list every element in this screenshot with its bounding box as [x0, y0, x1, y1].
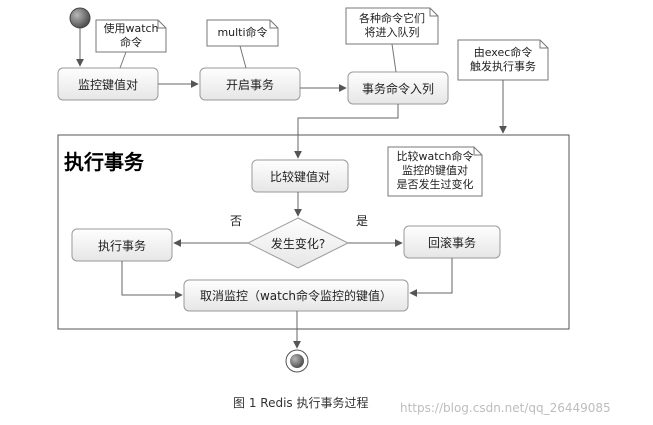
watermark: https://blog.csdn.net/qq_26449085 — [400, 401, 611, 415]
edge-enqueue-compare — [294, 104, 399, 159]
frame-title: 执行事务 — [64, 150, 144, 174]
node-begin-box — [199, 67, 301, 101]
node-decision-shape — [246, 217, 350, 269]
figure-caption: 图 1 Redis 执行事务过程 — [233, 396, 369, 410]
node-enqueue-label: 事务命令入列 — [361, 81, 434, 96]
note-queue-shape — [345, 7, 439, 45]
node-decision-label: 发生变化? — [270, 236, 326, 251]
node-unwatch-label: 取消监控（watch命令监控的键值） — [199, 289, 393, 303]
note-watch-shape — [95, 19, 167, 53]
branch-yes-label: 是 — [356, 214, 369, 228]
note-exec-shape — [457, 39, 549, 81]
node-execute-label: 执行事务 — [97, 238, 146, 253]
node-begin-label: 开启事务 — [225, 77, 274, 92]
note-compare-shape — [387, 146, 483, 197]
node-unwatch-box — [183, 279, 409, 312]
note-exec: 由exec命令 触发执行事务 — [470, 46, 536, 73]
edge-execute-unwatch — [121, 261, 183, 299]
note-watch: 使用watch 命令 — [103, 22, 159, 49]
end-node-inner — [290, 354, 304, 368]
transaction-frame — [57, 134, 570, 330]
note-multi-shape — [206, 19, 279, 47]
edge-rollback-unwatch — [409, 258, 453, 297]
note-multi: multi命令 — [217, 26, 268, 39]
note-queue: 各种命令它们 将进入队列 — [359, 12, 425, 39]
node-rollback-label: 回滚事务 — [427, 235, 476, 250]
node-compare-box — [251, 159, 349, 193]
node-compare-label: 比较键值对 — [269, 169, 330, 184]
node-monitor-label: 监控键值对 — [77, 77, 138, 92]
start-node — [69, 7, 91, 29]
note-compare: 比较watch命令 监控的键值对 是否发生过变化 — [396, 150, 474, 191]
branch-no-label: 否 — [230, 214, 243, 228]
